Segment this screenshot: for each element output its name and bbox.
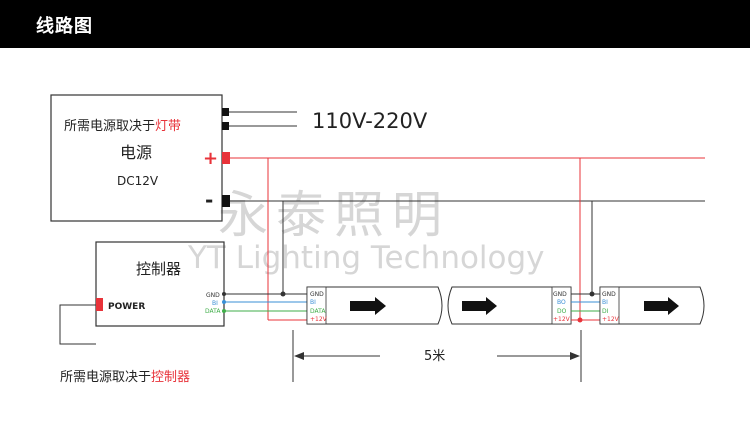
- dimension-arrowhead-left: [294, 352, 304, 360]
- controller-data-dot: [222, 309, 226, 313]
- watermark-en: YT Lighting Technology: [187, 240, 545, 276]
- strip1-pin-bi: BI: [310, 299, 316, 306]
- junction-12v-2: [577, 317, 583, 323]
- controller-power-wire: [59, 304, 96, 345]
- controller-pin-gnd: GND: [206, 292, 220, 299]
- strip2-out-connector-pad: [551, 286, 572, 325]
- dimension-arrowhead-right: [570, 352, 580, 360]
- controller-power-terminal: [96, 298, 103, 311]
- led-strip-segment-2: [447, 286, 572, 325]
- controller-pin-bi: BI: [212, 300, 218, 307]
- strip3-pin-gnd: GND: [602, 291, 616, 298]
- controller-pin-data: DATA: [205, 308, 221, 315]
- strip2-out-pin-do: DO: [557, 308, 567, 315]
- controller-bi-dot: [222, 300, 226, 304]
- ac-terminal-2: [222, 122, 229, 130]
- minus-terminal: [222, 195, 230, 207]
- controller-box: [95, 241, 225, 327]
- junction-gnd-1: [280, 291, 286, 297]
- page-title: 线路图: [36, 16, 93, 37]
- power-supply-voltage: DC12V: [117, 174, 159, 188]
- junction-gnd-2: [589, 291, 595, 297]
- strip3-pin-12v: +12V: [602, 316, 620, 323]
- strip2-out-pin-gnd: GND: [553, 291, 567, 298]
- power-supply-title: 电源: [120, 143, 152, 162]
- minus-terminal-label: -: [205, 188, 213, 212]
- plus-terminal-label: +: [203, 148, 218, 169]
- plus-terminal: [222, 152, 230, 164]
- ac-terminal-1: [222, 108, 229, 116]
- strip1-pin-gnd: GND: [310, 291, 324, 298]
- arrow-right-icon: [644, 297, 679, 315]
- controller-gnd-dot: [222, 292, 226, 296]
- strip1-connector-pad: [306, 286, 327, 325]
- strip2-out-pin-12v: +12V: [553, 316, 571, 323]
- length-label: 5米: [424, 349, 445, 364]
- strip3-in-connector-pad: [599, 286, 620, 325]
- strip3-pin-di: DI: [602, 308, 609, 315]
- watermark-cn: 永泰照明: [218, 186, 450, 244]
- header-bar: 线路图: [0, 0, 750, 48]
- controller-title: 控制器: [136, 260, 181, 278]
- input-voltage-label: 110V-220V: [312, 109, 428, 133]
- strip1-pin-12v: +12V: [310, 316, 328, 323]
- strip1-pin-data: DATA: [310, 308, 326, 315]
- controller-note: 所需电源取决于控制器: [60, 370, 190, 385]
- controller-power-label: POWER: [108, 302, 145, 312]
- strip3-pin-bi: BI: [602, 299, 608, 306]
- arrow-right-icon: [350, 297, 386, 315]
- strip2-out-pin-bo: BO: [557, 299, 566, 306]
- arrow-right-icon: [462, 297, 497, 315]
- power-supply-note: 所需电源取决于灯带: [64, 119, 181, 134]
